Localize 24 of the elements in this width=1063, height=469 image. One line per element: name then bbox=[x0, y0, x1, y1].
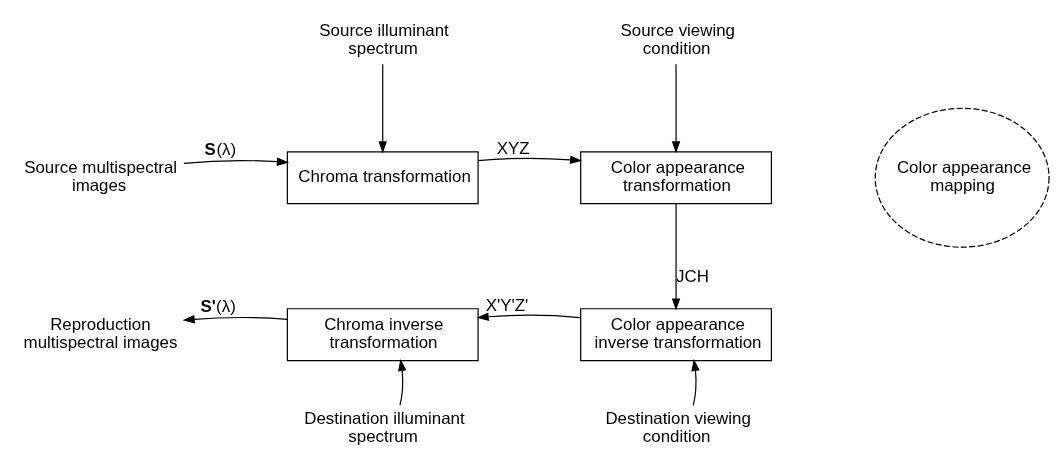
node-box: Color appearance inverse transformation bbox=[580, 308, 772, 362]
node-text: Reproduction multispectral images bbox=[23, 315, 178, 353]
arrow bbox=[476, 312, 581, 321]
arrow bbox=[691, 359, 700, 406]
edge-label: S'(λ) bbox=[200, 296, 236, 316]
arrow bbox=[398, 359, 407, 406]
arrow bbox=[378, 63, 387, 154]
arrow bbox=[477, 155, 583, 165]
node-text: Source viewing condition bbox=[620, 21, 735, 59]
node-text: Source multispectral images bbox=[24, 158, 178, 196]
node-text: Destination viewing condition bbox=[605, 408, 751, 446]
edge-label: S(λ) bbox=[204, 139, 237, 159]
edge-label: XYZ bbox=[496, 138, 530, 158]
node-box: Chroma transformation bbox=[286, 151, 479, 205]
arrow bbox=[183, 157, 289, 166]
edge-label: X'Y'Z' bbox=[485, 295, 529, 315]
node-box: Chroma inverse transformation bbox=[286, 308, 479, 362]
node-text: Destination illuminant spectrum bbox=[304, 408, 465, 446]
arrow bbox=[182, 315, 288, 324]
node-ellipse: Color appearance mapping bbox=[874, 107, 1050, 248]
arrow bbox=[671, 203, 681, 311]
node-text: Source illuminant spectrum bbox=[319, 21, 449, 59]
node-box: Color appearance transformation bbox=[580, 151, 772, 205]
arrow bbox=[671, 63, 681, 154]
